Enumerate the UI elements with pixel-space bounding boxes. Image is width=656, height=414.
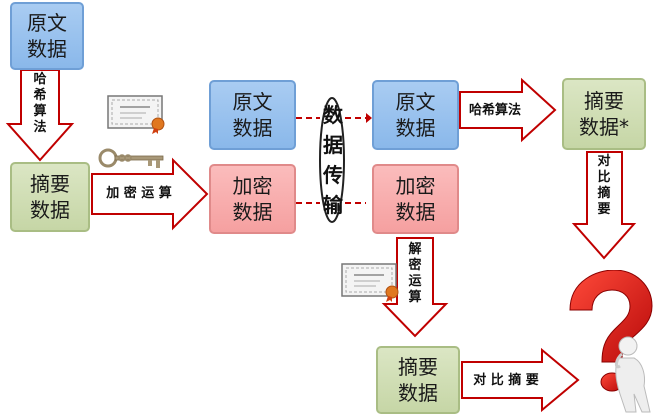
encrypt-right-arrow xyxy=(91,157,209,231)
label-char: 解 xyxy=(408,242,422,257)
encrypted-data-box-mid: 加密 数据 xyxy=(209,164,296,234)
label-char: 输 xyxy=(323,193,343,217)
label-char: 运 xyxy=(408,274,422,289)
label-char: 算 xyxy=(408,290,422,305)
transmit-label: 数 据 传 输 xyxy=(322,100,344,220)
encrypted-data-box-right: 加密 数据 xyxy=(372,164,459,234)
label-char: 据 xyxy=(323,133,343,157)
label-char: 要 xyxy=(597,202,611,217)
box-label: 数据 xyxy=(395,200,436,224)
box-label: 数据* xyxy=(579,115,629,139)
label-char: 比 xyxy=(597,170,611,185)
box-label: 数据 xyxy=(395,116,436,140)
box-label: 数据 xyxy=(232,116,273,140)
label-char: 法 xyxy=(33,120,47,135)
compare-right-arrow xyxy=(461,347,580,413)
box-label: 原文 xyxy=(395,90,436,114)
question-mark-figure-icon xyxy=(569,270,653,413)
label-char: 摘 xyxy=(597,186,611,201)
box-label: 数据 xyxy=(30,198,70,222)
transmit-ellipse xyxy=(319,97,345,223)
decrypt-arrow-label: 解 密 运 算 xyxy=(407,242,423,306)
label-char: 数 xyxy=(323,103,343,127)
certificate-icon xyxy=(341,263,399,302)
box-label: 摘要 xyxy=(584,89,624,113)
box-label: 摘要 xyxy=(30,172,70,196)
box-label: 摘要 xyxy=(398,355,438,379)
original-data-box-mid: 原文 数据 xyxy=(209,80,296,150)
label-char: 密 xyxy=(408,258,422,273)
digest-data-box-star: 摘要 数据* xyxy=(562,78,646,150)
box-label: 加密 xyxy=(232,174,273,198)
box-label: 数据 xyxy=(398,381,438,405)
original-data-box-left: 原文 数据 xyxy=(10,2,84,70)
compare-down-label: 对 比 摘 要 xyxy=(596,154,612,218)
digest-data-box-bottom: 摘要 数据 xyxy=(376,346,460,414)
compare-down-arrow xyxy=(571,151,637,260)
hash-arrow-label: 哈 希 算 法 xyxy=(32,72,48,136)
key-icon xyxy=(98,148,164,168)
digest-data-box-left: 摘要 数据 xyxy=(10,162,90,232)
label-char: 传 xyxy=(323,163,343,187)
certificate-icon xyxy=(107,95,165,134)
box-label: 原文 xyxy=(232,90,273,114)
decrypt-down-arrow xyxy=(381,237,449,338)
label-char: 对 xyxy=(597,154,611,169)
hash-right-arrow xyxy=(459,77,557,143)
encrypt-arrow-label: 加 密 运 算 xyxy=(106,186,172,201)
hash-right-arrow-label: 哈希算法 xyxy=(468,103,521,118)
original-data-box-right: 原文 数据 xyxy=(372,80,459,150)
hash-down-arrow xyxy=(5,69,75,162)
box-label: 数据 xyxy=(27,37,67,61)
label-char: 希 xyxy=(33,88,47,103)
box-label: 数据 xyxy=(232,200,273,224)
box-label: 加密 xyxy=(395,174,436,198)
box-label: 原文 xyxy=(27,11,67,35)
label-char: 算 xyxy=(33,104,47,119)
compare-right-arrow-label: 对 比 摘 要 xyxy=(473,373,539,388)
label-char: 哈 xyxy=(33,72,47,87)
